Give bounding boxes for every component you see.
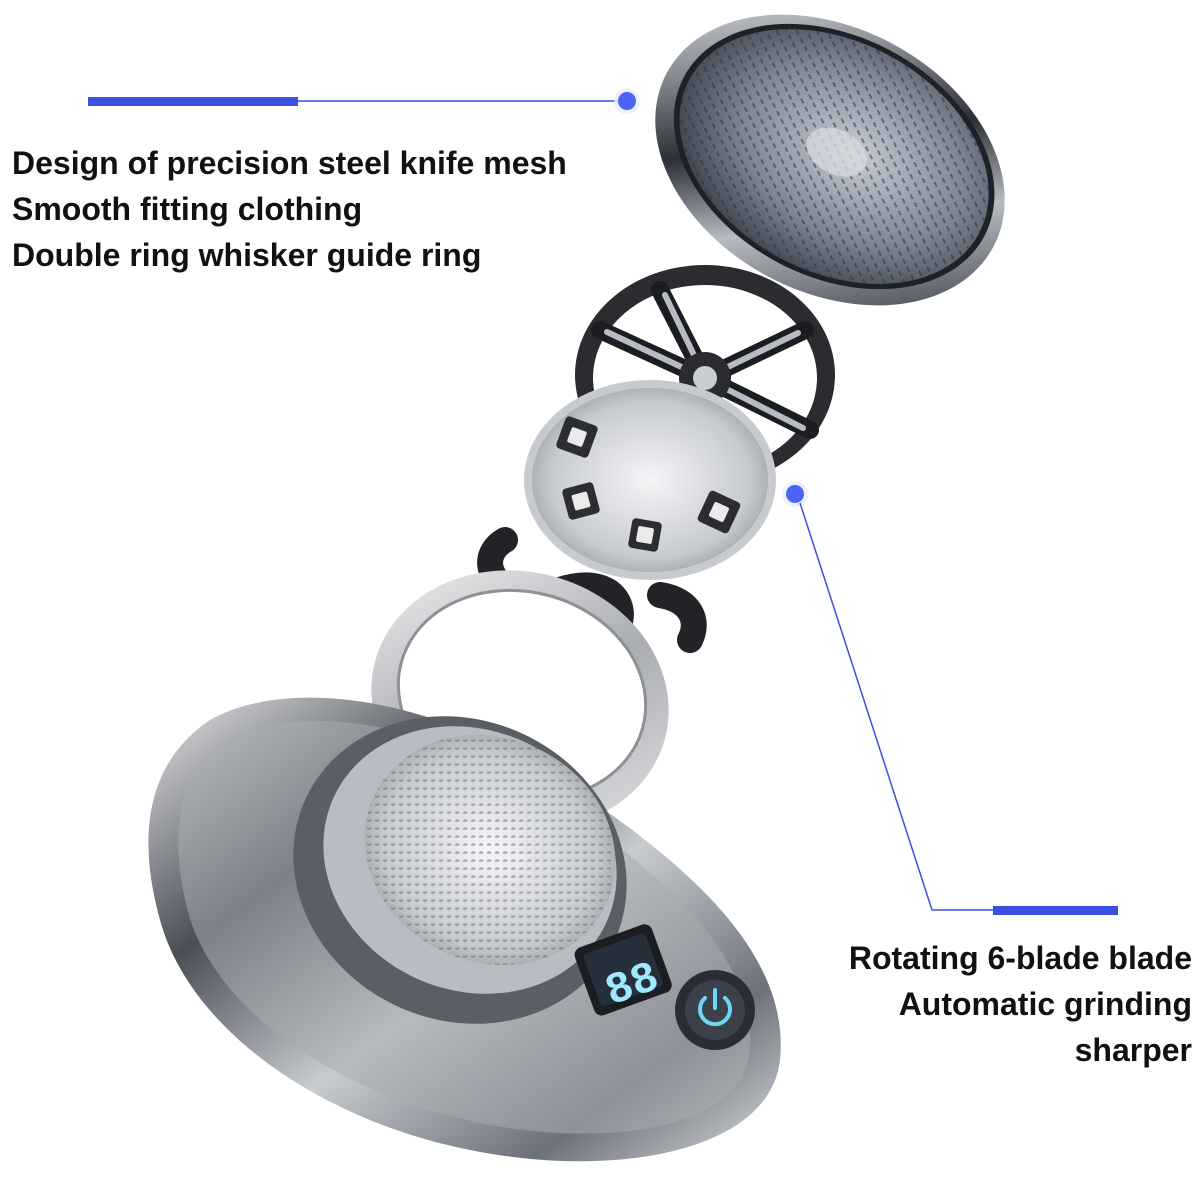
callout-line: Automatic grinding: [898, 986, 1192, 1022]
top-feature-callout: Design of precision steel knife mesh Smo…: [12, 140, 567, 278]
top-leader-dot: [618, 92, 636, 110]
power-icon: [698, 988, 732, 1027]
callout-line: Double ring whisker guide ring: [12, 237, 482, 273]
callout-line: Design of precision steel knife mesh: [12, 145, 567, 181]
digital-display: [574, 924, 672, 1016]
callout-line: Smooth fitting clothing: [12, 191, 363, 227]
bottom-leader-line: [782, 481, 1118, 915]
callout-line: sharper: [1074, 1032, 1192, 1068]
top-leader-line: [88, 88, 640, 114]
bottom-leader-dot: [786, 485, 804, 503]
patterned-drive-disc: [524, 380, 776, 580]
callout-line: Rotating 6-blade blade: [848, 940, 1192, 976]
bottom-feature-callout: Rotating 6-blade blade Automatic grindin…: [849, 935, 1192, 1073]
power-button[interactable]: [675, 970, 755, 1050]
shaver-body: 88: [148, 697, 781, 1162]
steel-knife-mesh-cap: [655, 14, 1005, 306]
